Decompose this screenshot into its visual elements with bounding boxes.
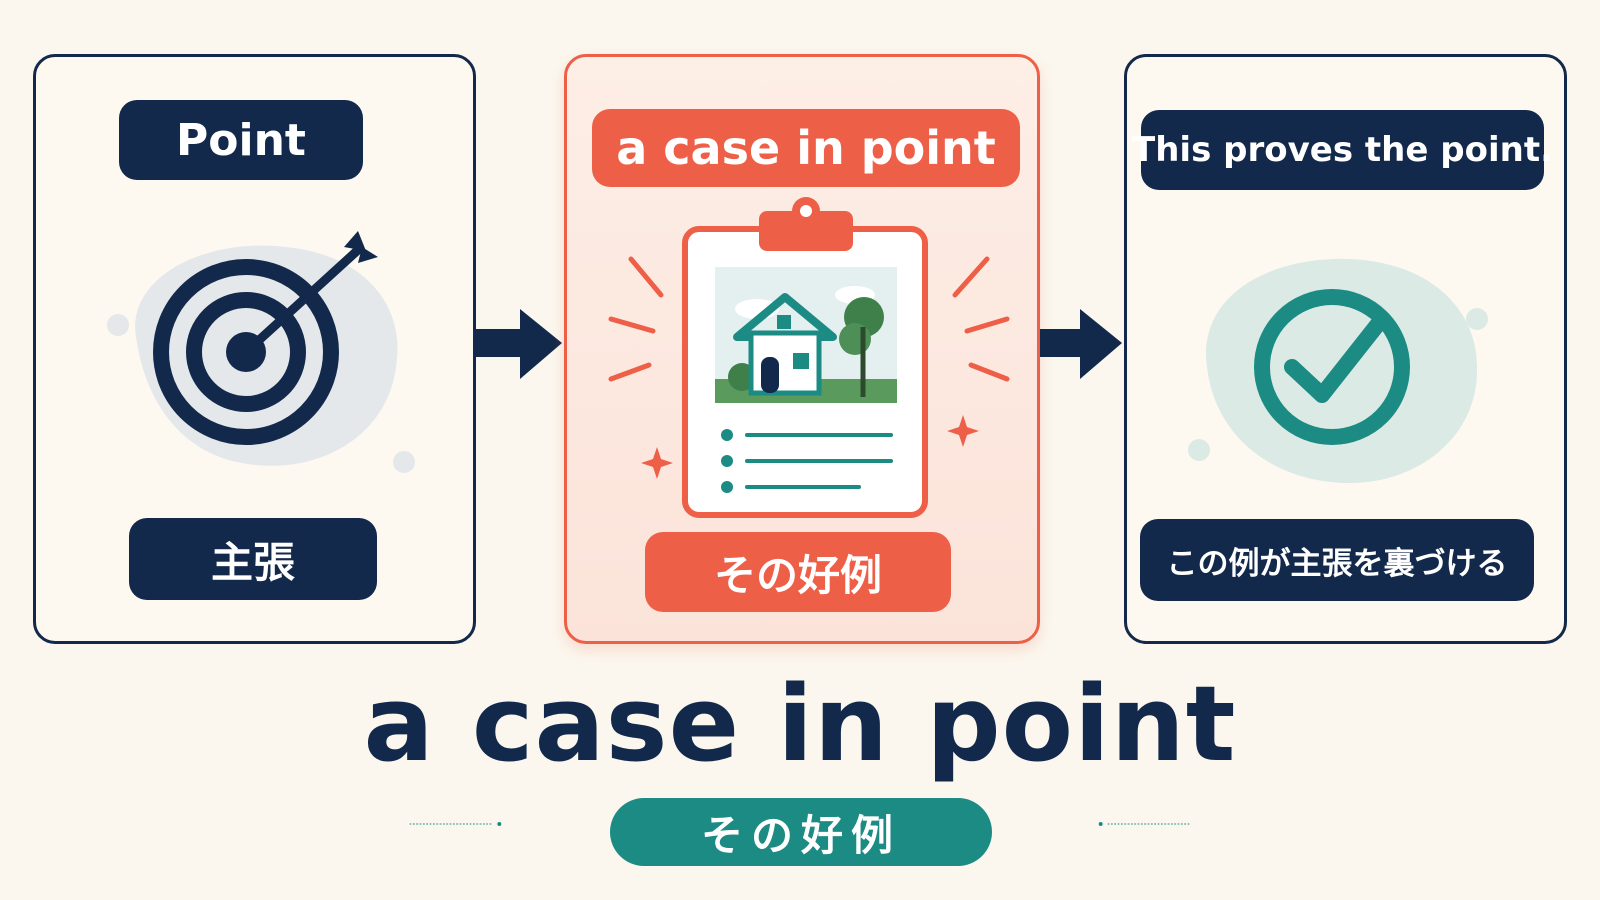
dotted-divider-left xyxy=(409,822,502,826)
main-title: a case in point xyxy=(363,663,1237,785)
case-in-point-label: a case in point xyxy=(592,109,1020,187)
panel-point: Point 主張 xyxy=(33,54,476,644)
example-supports-claim-label: この例が主張を裏づける xyxy=(1140,519,1534,601)
point-label: Point xyxy=(119,100,363,180)
arrow-right-icon xyxy=(476,309,562,379)
panel-proves-point: This proves the point. この例が主張を裏づける xyxy=(1124,54,1567,644)
proves-point-label: This proves the point. xyxy=(1132,110,1553,190)
good-example-label: その好例 xyxy=(645,532,951,612)
checkmark-circle-icon xyxy=(1188,258,1488,484)
target-icon xyxy=(107,231,415,473)
dotted-divider-right xyxy=(1098,822,1190,826)
subtitle-badge: その好例 xyxy=(610,798,992,866)
clipboard-example-icon xyxy=(608,197,1010,518)
claim-label: 主張 xyxy=(129,518,377,600)
arrow-right-icon xyxy=(1040,309,1122,379)
panel-case-in-point: a case in point xyxy=(564,54,1040,644)
